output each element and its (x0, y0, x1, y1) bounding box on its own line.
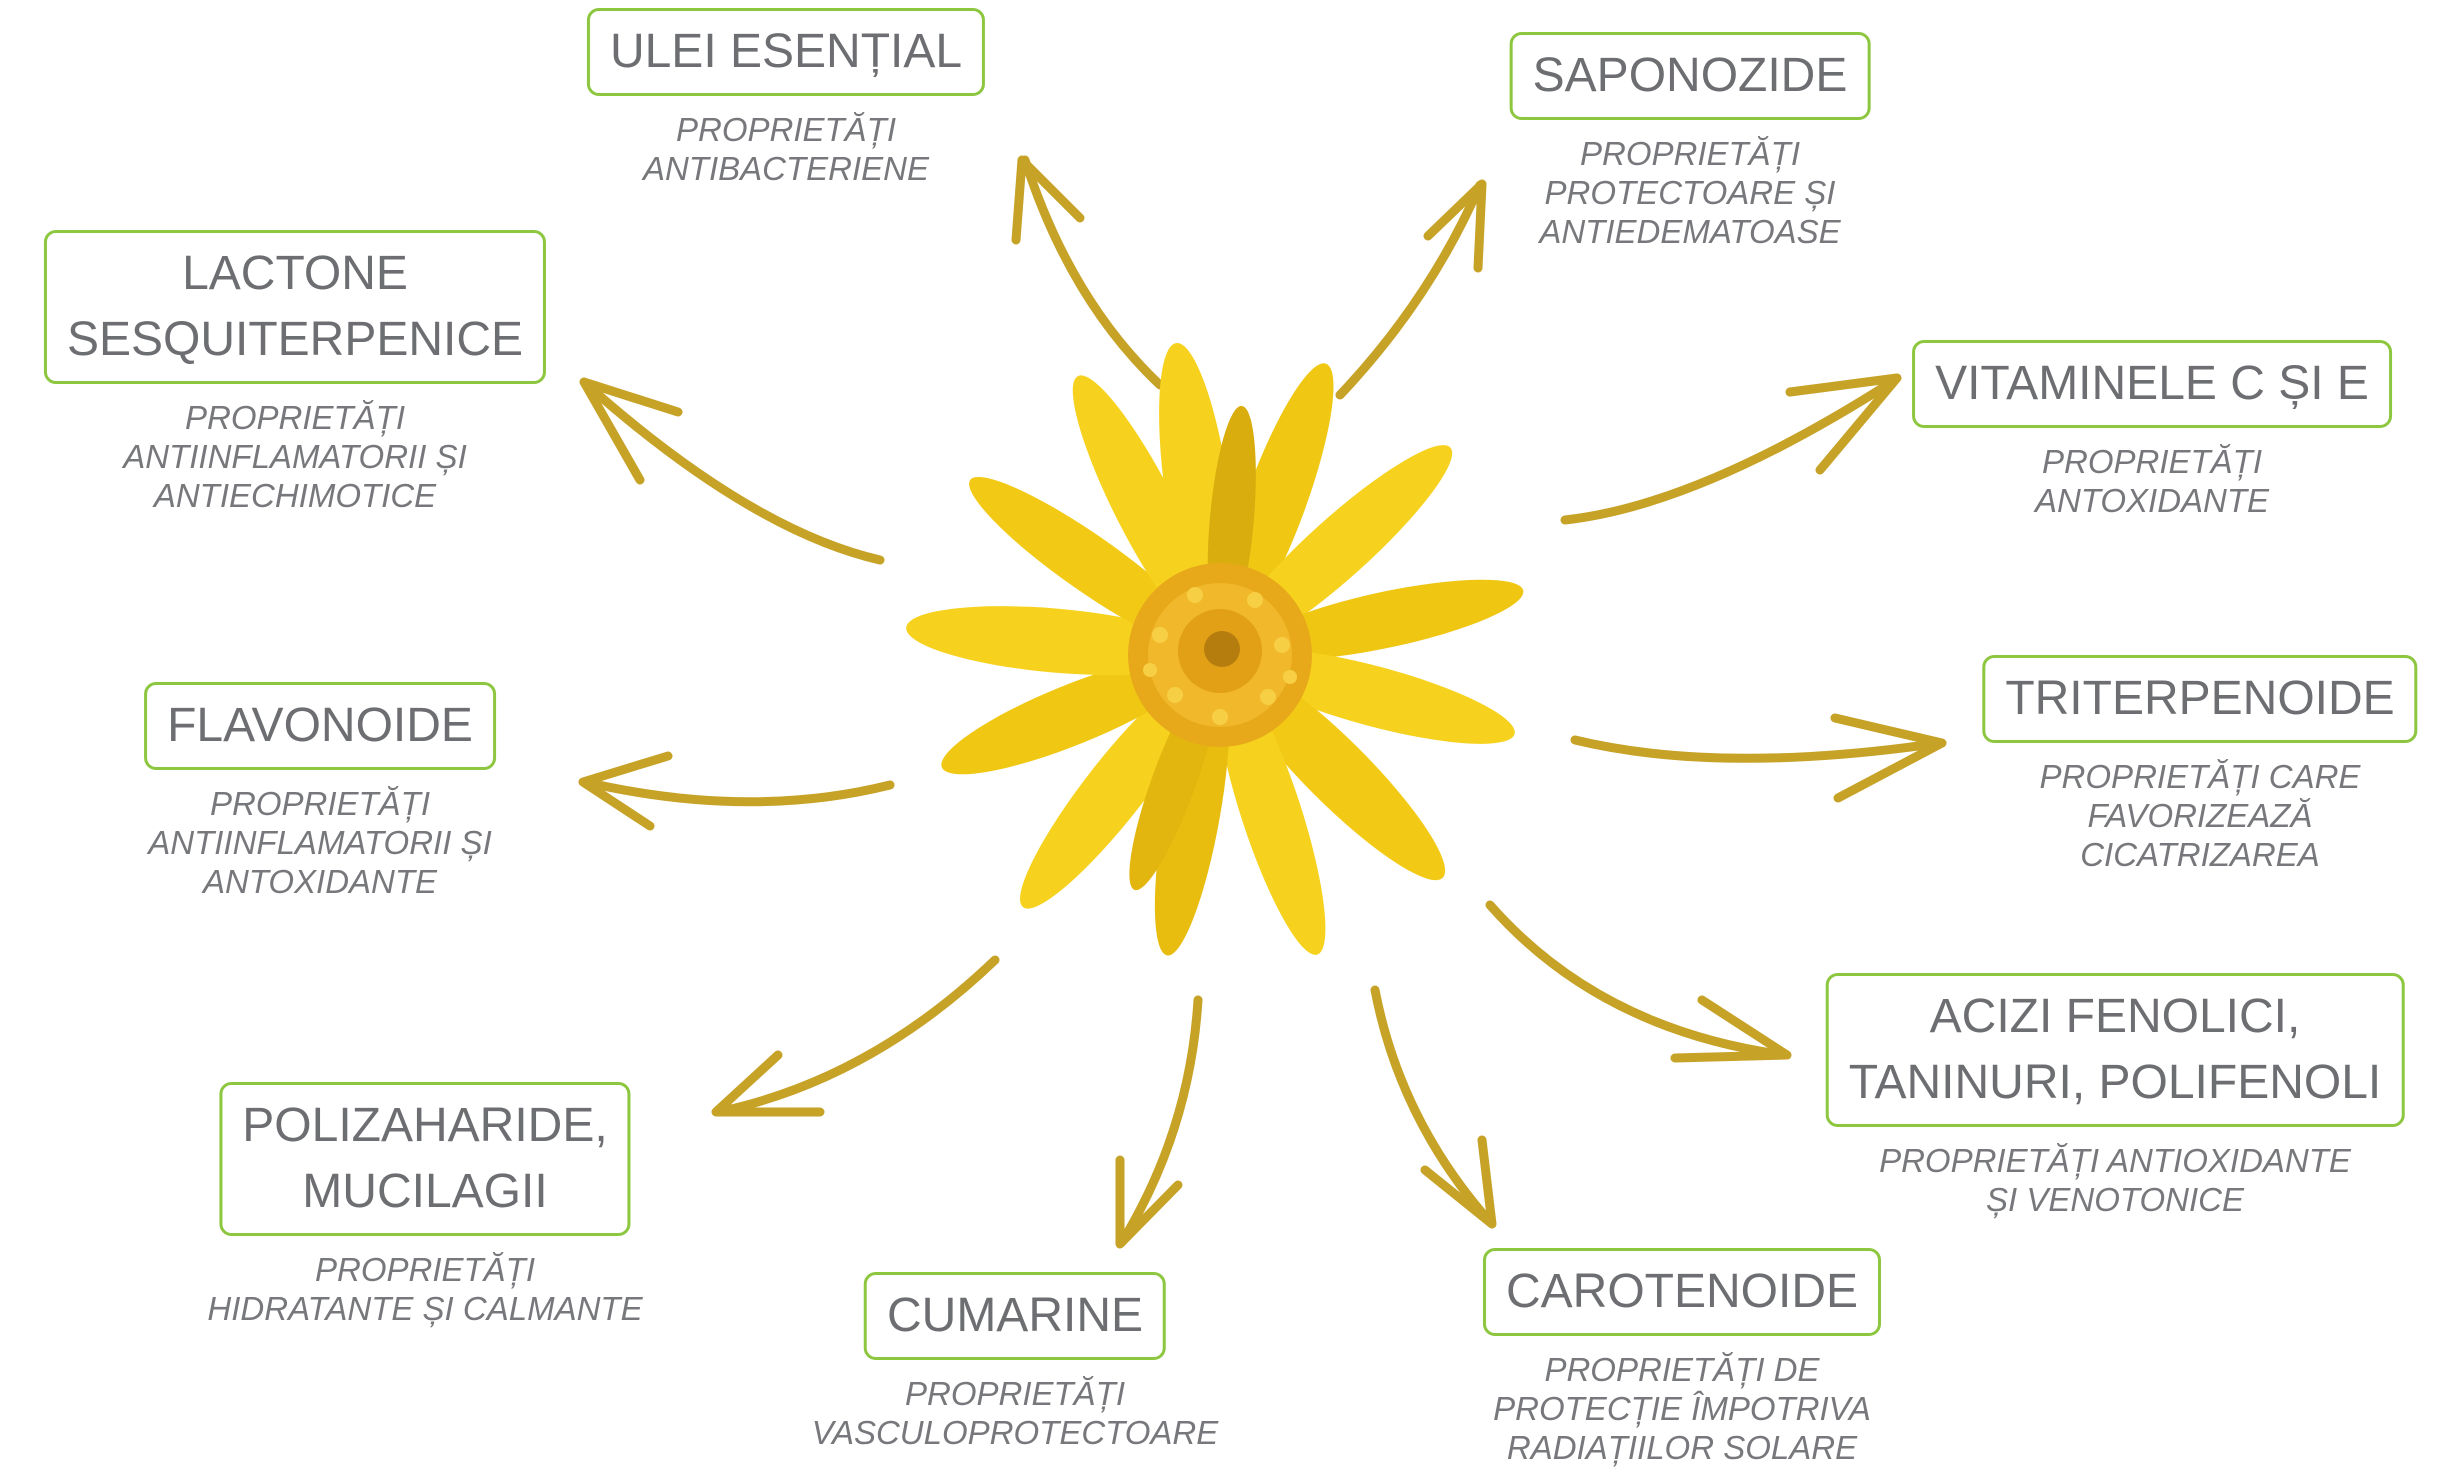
title-line: ACIZI FENOLICI, (1929, 990, 2301, 1043)
title-box: CUMARINE (863, 1272, 1166, 1360)
title-line: SESQUITERPENICE (66, 313, 524, 366)
description: PROPRIETĂȚI ANTIBACTERIENE (587, 110, 985, 188)
node-ulei-esential: ULEI ESENȚIAL PROPRIETĂȚI ANTIBACTERIENE (586, 8, 986, 188)
node-cumarine: CUMARINE PROPRIETĂȚI VASCULOPROTECTOARE (812, 1272, 1219, 1452)
node-triterpenoide: TRITERPENOIDE PROPRIETĂȚI CARE FAVORIZEA… (1982, 655, 2418, 874)
node-acizi-fenolici: ACIZI FENOLICI, TANINURI, POLIFENOLI PRO… (1825, 973, 2405, 1219)
desc-line: PROPRIETĂȚI (675, 111, 897, 148)
title-box: LACTONE SESQUITERPENICE (43, 230, 547, 384)
title-line: MUCILAGII (302, 1165, 548, 1218)
title-box: ACIZI FENOLICI, TANINURI, POLIFENOLI (1825, 973, 2405, 1127)
title-box: TRITERPENOIDE (1982, 655, 2418, 743)
title-box: SAPONOZIDE (1509, 32, 1871, 120)
desc-line: PROPRIETĂȚI (2041, 443, 2263, 480)
arrow-cumarine (1115, 995, 1203, 1249)
arrow-saponozide (1335, 179, 1487, 400)
node-lactone-sesquiterpenice: LACTONE SESQUITERPENICE PROPRIETĂȚI ANTI… (43, 230, 547, 515)
title-box: FLAVONOIDE (144, 682, 496, 770)
node-flavonoide: FLAVONOIDE PROPRIETĂȚI ANTIINFLAMATORII … (144, 682, 496, 901)
desc-line: PROPRIETĂȚI (209, 785, 431, 822)
description: PROPRIETĂȚI ANTIINFLAMATORII ȘI ANTOXIDA… (144, 784, 496, 901)
desc-line: PROTECȚIE ÎMPOTRIVA (1493, 1390, 1871, 1427)
description: PROPRIETĂȚI CARE FAVORIZEAZĂ CICATRIZARE… (1982, 757, 2417, 874)
desc-line: ANTIINFLAMATORII ȘI (148, 824, 492, 861)
arrow-flavonoide (578, 751, 895, 831)
title-line: SAPONOZIDE (1532, 49, 1848, 102)
node-saponozide: SAPONOZIDE PROPRIETĂȚI PROTECTOARE ȘI AN… (1509, 32, 1871, 251)
arrow-lactone (579, 377, 885, 565)
title-box: POLIZAHARIDE, MUCILAGII (219, 1082, 631, 1236)
desc-line: ȘI VENOTONICE (1986, 1181, 2244, 1218)
node-vitaminele: VITAMINELE C ȘI E PROPRIETĂȚI ANTOXIDANT… (1912, 340, 2392, 520)
description: PROPRIETĂȚI DE PROTECȚIE ÎMPOTRIVA RADIA… (1483, 1350, 1881, 1467)
desc-line: ANTIINFLAMATORII ȘI (123, 438, 467, 475)
desc-line: ANTIBACTERIENE (642, 150, 930, 187)
title-line: ULEI ESENȚIAL (609, 25, 963, 78)
desc-line: PROPRIETĂȚI CARE (2039, 758, 2361, 795)
arrow-triterpenoide (1570, 713, 1947, 803)
description: PROPRIETĂȚI PROTECTOARE ȘI ANTIEDEMATOAS… (1510, 134, 1871, 251)
desc-line: FAVORIZEAZĂ (2087, 797, 2313, 834)
title-line: VITAMINELE C ȘI E (1935, 357, 2369, 410)
desc-line: PROPRIETĂȚI DE (1544, 1351, 1820, 1388)
desc-line: CICATRIZAREA (2080, 836, 2320, 873)
description: PROPRIETĂȚI ANTIINFLAMATORII ȘI ANTIECHI… (44, 398, 546, 515)
node-polizaharide: POLIZAHARIDE, MUCILAGII PROPRIETĂȚI HIDR… (207, 1082, 643, 1328)
desc-line: RADIAȚIILOR SOLARE (1506, 1429, 1858, 1466)
description: PROPRIETĂȚI ANTOXIDANTE (1912, 442, 2392, 520)
arrow-carotenoide (1370, 985, 1497, 1229)
desc-line: PROPRIETĂȚI (904, 1375, 1126, 1412)
desc-line: ANTOXIDANTE (202, 863, 438, 900)
title-box: VITAMINELE C ȘI E (1912, 340, 2392, 428)
desc-line: PROPRIETĂȚI (1579, 135, 1801, 172)
title-box: ULEI ESENȚIAL (586, 8, 986, 96)
arrow-ulei-esential (1011, 155, 1165, 390)
title-line: TRITERPENOIDE (2005, 672, 2395, 725)
title-line: CUMARINE (886, 1289, 1143, 1342)
desc-line: HIDRATANTE ȘI CALMANTE (207, 1290, 643, 1327)
desc-line: PROTECTOARE ȘI (1544, 174, 1836, 211)
title-box: CAROTENOIDE (1482, 1248, 1882, 1336)
desc-line: PROPRIETĂȚI (314, 1251, 536, 1288)
title-line: CAROTENOIDE (1505, 1265, 1859, 1318)
desc-line: ANTIECHIMOTICE (153, 477, 437, 514)
node-carotenoide: CAROTENOIDE PROPRIETĂȚI DE PROTECȚIE ÎMP… (1482, 1248, 1882, 1467)
title-line: POLIZAHARIDE, (242, 1099, 608, 1152)
desc-line: VASCULOPROTECTOARE (811, 1414, 1219, 1451)
arrow-acizi (1485, 900, 1792, 1063)
desc-line: PROPRIETĂȚI (184, 399, 406, 436)
arrow-vitaminele (1560, 373, 1902, 525)
title-line: LACTONE (182, 247, 408, 300)
desc-line: PROPRIETĂȚI ANTIOXIDANTE (1879, 1142, 2351, 1179)
title-line: FLAVONOIDE (167, 699, 473, 752)
title-line: TANINURI, POLIFENOLI (1848, 1056, 2382, 1109)
arrow-polizaharide (711, 955, 1000, 1117)
desc-line: ANTOXIDANTE (2034, 482, 2270, 519)
description: PROPRIETĂȚI HIDRATANTE ȘI CALMANTE (207, 1250, 642, 1328)
description: PROPRIETĂȚI VASCULOPROTECTOARE (812, 1374, 1219, 1452)
desc-line: ANTIEDEMATOASE (1539, 213, 1841, 250)
description: PROPRIETĂȚI ANTIOXIDANTE ȘI VENOTONICE (1826, 1141, 2405, 1219)
